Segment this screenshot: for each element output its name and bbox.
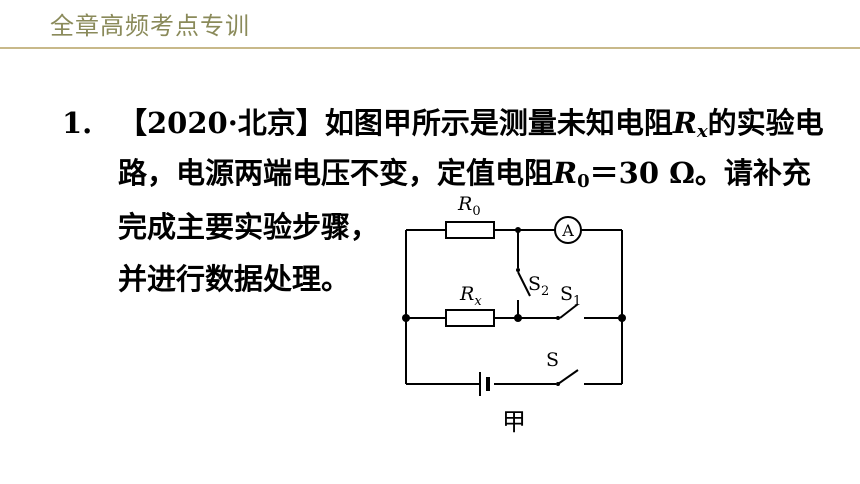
r0-label: R0: [457, 193, 481, 219]
question-line-2: 路，电源两端电压不变，定值电阻R0＝30 Ω。请补充: [118, 156, 811, 193]
page-header-title: 全章高频考点专训: [50, 12, 250, 40]
s1-label: S1: [560, 283, 581, 309]
question-source: 【2020·北京】: [118, 106, 325, 140]
rx-symbol: R: [672, 106, 697, 140]
junction-top: [515, 227, 521, 233]
r0-symbol: R: [553, 156, 578, 190]
resistor-r0: [445, 221, 495, 239]
r0-subscript: 0: [577, 171, 590, 192]
question-line-4: 并进行数据处理。: [118, 262, 351, 296]
question-line-1: 1. 【2020·北京】如图甲所示是测量未知电阻Rx的实验电: [62, 106, 824, 143]
switch-s-blade: [557, 369, 579, 385]
s1-contact: [556, 316, 560, 320]
s2-label: S2: [528, 273, 549, 299]
figure-caption: 甲: [502, 408, 526, 436]
question-text-1a: 如图甲所示是测量未知电阻: [324, 106, 673, 140]
question-number: 1.: [62, 106, 93, 140]
header-divider: [0, 47, 860, 49]
switch-s1-blade: [559, 303, 579, 319]
resistor-rx: [445, 309, 495, 327]
s-contact: [556, 382, 560, 386]
rx-label: Rx: [459, 283, 482, 309]
switch-s2-blade: [517, 271, 531, 297]
question-text-1b: 的实验电: [707, 106, 824, 140]
rx-subscript: x: [696, 121, 708, 142]
junction-left: [402, 314, 410, 322]
s-label: S: [546, 349, 559, 371]
ammeter-label: A: [561, 221, 574, 240]
circuit-diagram: A R0 Rx S2 S1 S 甲: [402, 193, 626, 436]
question-text-2a: 路，电源两端电压不变，定值电阻: [118, 156, 554, 190]
s2-contact-top: [516, 268, 520, 272]
question-text-2b: ＝30 Ω。请补充: [589, 156, 811, 190]
junction-right: [618, 314, 626, 322]
junction-mid: [514, 314, 522, 322]
question-line-3: 完成主要实验步骤，: [118, 210, 380, 244]
